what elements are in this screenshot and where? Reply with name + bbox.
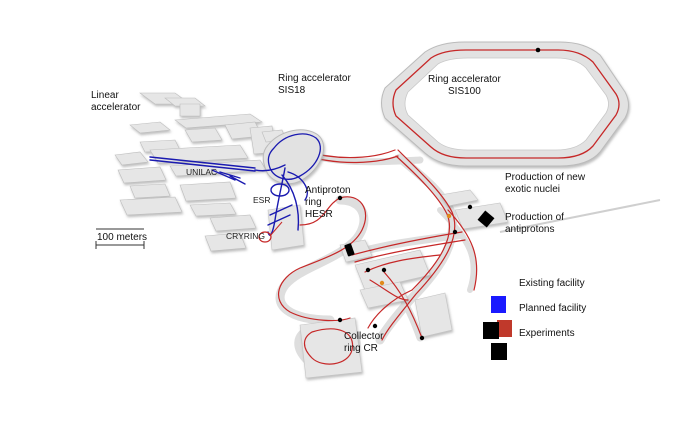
label-unilac: UNILAC xyxy=(186,167,218,177)
label-antiprotons: Production of antiprotons xyxy=(505,212,564,235)
orange-markers xyxy=(379,213,452,286)
access-road xyxy=(499,199,661,233)
legend-planned-label: Planned facility xyxy=(519,303,587,314)
legend-existing-label: Existing facility xyxy=(519,278,585,289)
legend-experiments-label: Experiments xyxy=(519,328,575,339)
label-scale: 100 meters xyxy=(97,232,148,243)
existing-campus-buildings xyxy=(114,92,287,252)
experiment-markers xyxy=(337,195,495,341)
label-esr: ESR xyxy=(253,195,271,205)
legend-experiments-swatch-b xyxy=(491,343,507,360)
legend-existing-swatch xyxy=(491,296,506,313)
label-cryring: CRYRING xyxy=(226,231,266,241)
legend-experiments-swatch-a xyxy=(483,322,499,339)
label-sis100: Ring accelerator SIS100 xyxy=(428,74,501,97)
legend-planned-swatch xyxy=(497,320,512,337)
label-hesr: Antiproton ring HESR xyxy=(305,185,351,220)
sis100-ring xyxy=(381,41,629,167)
label-collector-ring: Collector ring CR xyxy=(344,331,384,354)
label-exotic-nuclei: Production of new exotic nuclei xyxy=(505,172,586,195)
label-sis18: Ring accelerator SIS18 xyxy=(278,73,351,96)
label-linear-accelerator: Linear accelerator xyxy=(91,90,141,113)
cryring xyxy=(258,221,283,243)
scale-bar xyxy=(95,228,145,249)
